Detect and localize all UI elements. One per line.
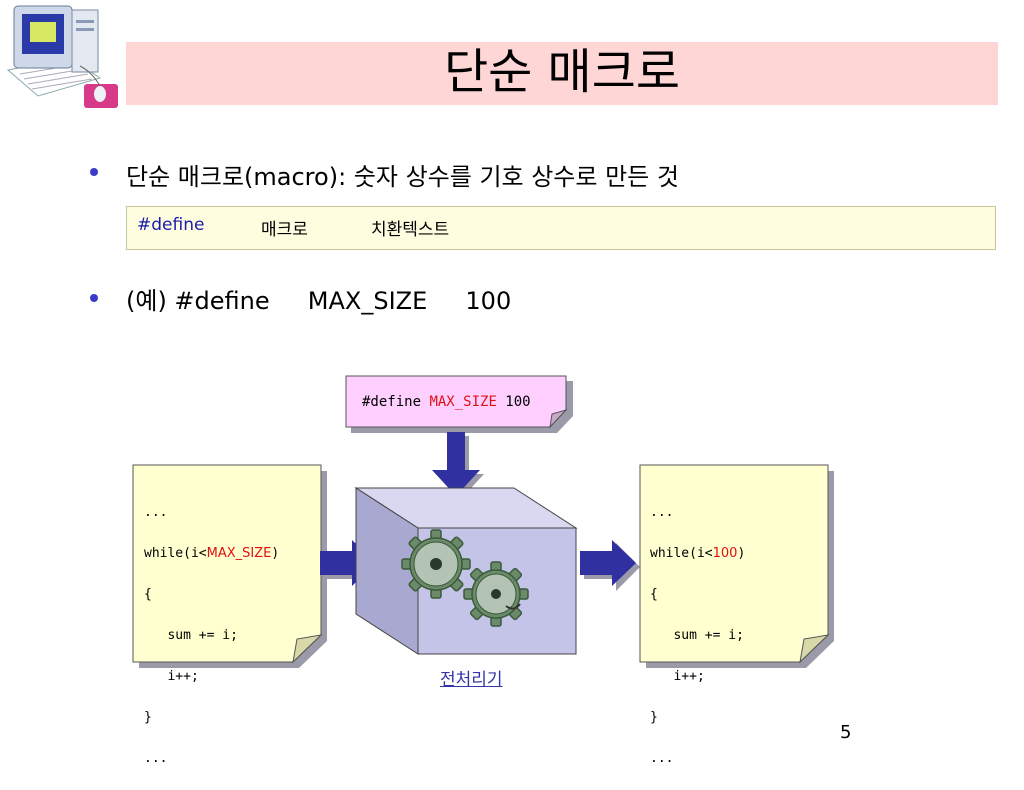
define-value: 100 [496, 394, 531, 410]
bullet-definition: 단순 매크로(macro): 숫자 상수를 기호 상수로 만든 것 [126, 157, 679, 192]
bullet-term: (macro): [244, 163, 347, 191]
bullet-example: (예) #define MAX_SIZE 100 [126, 287, 512, 315]
code-line: ... [144, 504, 168, 520]
right-code-note-shape [639, 464, 834, 668]
define-note-shape [345, 375, 573, 433]
right-code-block: ... while(i<100) { sum += i; i++; } ... [650, 482, 745, 790]
define-keyword: #define [362, 394, 430, 410]
define-note: #define MAX_SIZE 100 [362, 392, 531, 413]
bullet-rest: 숫자 상수를 기호 상수로 만든 것 [346, 163, 679, 191]
down-arrow-icon [432, 432, 484, 500]
code-line: i++; [144, 668, 199, 684]
bullet-dot [90, 294, 98, 302]
left-code-note-shape [132, 464, 327, 668]
code-line: while(i<100) [650, 545, 746, 561]
code-line: i++; [650, 668, 705, 684]
gear-icon [401, 529, 471, 599]
page-title: 단순 매크로 [443, 44, 681, 100]
code-line: while(i<MAX_SIZE) [144, 545, 280, 561]
code-line: ... [650, 504, 674, 520]
computer-clipart-icon [6, 5, 118, 108]
preprocessor-box [354, 487, 578, 655]
code-line: ... [144, 750, 168, 766]
gear-icon [463, 561, 529, 627]
title-bar [126, 42, 998, 105]
code-line: ... [650, 750, 674, 766]
preprocessor-label: 전처리기 [440, 670, 503, 690]
syntax-replacement: 치환텍스트 [371, 220, 450, 240]
bullet-dot [90, 168, 98, 176]
syntax-macro: 매크로 [261, 220, 308, 240]
code-line: sum += i; [650, 627, 744, 643]
page-number: 5 [840, 722, 852, 743]
right-arrow-icon [580, 540, 640, 591]
code-line: sum += i; [144, 627, 238, 643]
syntax-box: #define 매크로 치환텍스트 [126, 206, 996, 250]
code-line: { [650, 586, 658, 602]
value-highlight: 100 [712, 545, 738, 561]
code-line: } [144, 709, 152, 725]
code-line: } [650, 709, 658, 725]
bullet-prefix: 단순 매크로 [126, 163, 245, 191]
code-line: { [144, 586, 152, 602]
macro-name-highlight: MAX_SIZE [206, 545, 272, 561]
syntax-keyword: #define [137, 215, 205, 235]
define-name: MAX_SIZE [429, 394, 497, 410]
left-code-block: ... while(i<MAX_SIZE) { sum += i; i++; }… [144, 482, 279, 790]
